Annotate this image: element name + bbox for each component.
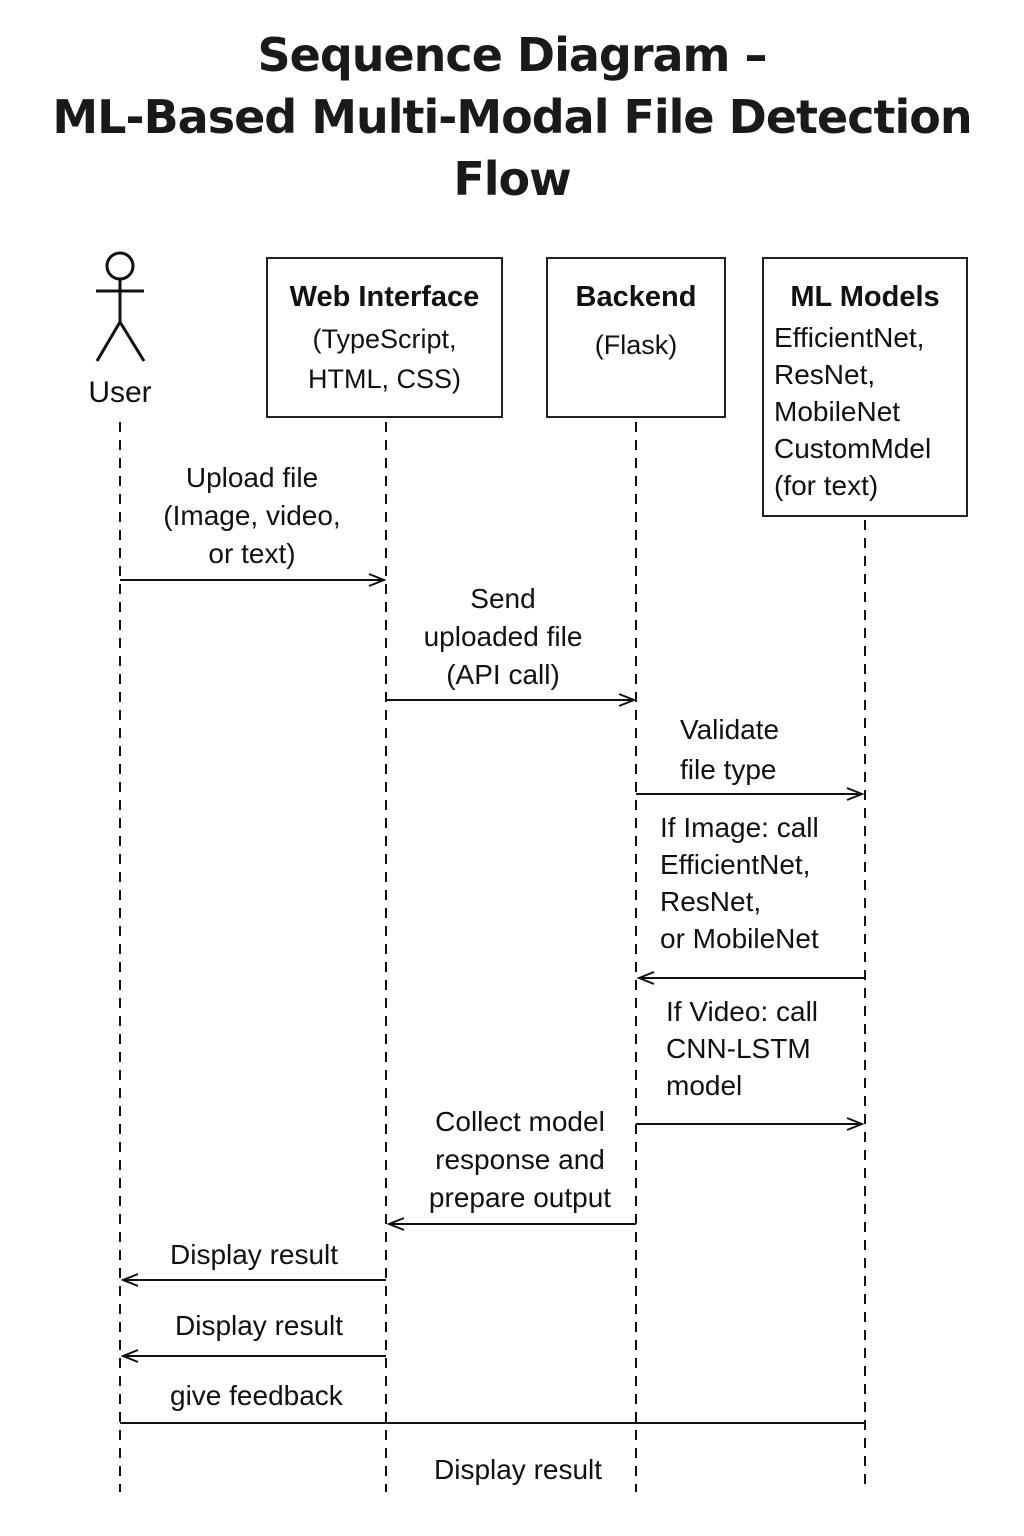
- ml-model-line: MobileNet: [774, 396, 901, 427]
- message-line: (Image, video,: [163, 500, 341, 531]
- participant-backend-name: Backend: [575, 281, 697, 313]
- message-line: CNN-LSTM: [666, 1033, 811, 1064]
- message-line: Display result: [170, 1239, 339, 1270]
- message-display-result-1: Display result: [170, 1236, 338, 1274]
- ml-model-line: ResNet,: [774, 359, 876, 390]
- message-display-result-3: Display result: [434, 1451, 602, 1489]
- message-line: file type: [680, 754, 777, 785]
- message-line: response and: [435, 1144, 605, 1175]
- message-send-file: Send uploaded file (API call): [396, 580, 610, 694]
- diagram-title-line-2: ML-Based Multi-Modal File Detection: [52, 90, 972, 144]
- message-line: Validate: [680, 714, 780, 745]
- message-line: or text): [208, 538, 296, 569]
- message-line: ResNet,: [660, 886, 762, 917]
- message-line: or MobileNet: [660, 923, 819, 954]
- message-line: uploaded file: [423, 621, 583, 652]
- ml-model-line: EfficientNet,: [774, 322, 925, 353]
- ml-model-line: (for text): [774, 470, 879, 501]
- ml-model-line: CustomMdel: [774, 433, 932, 464]
- message-upload-file: Upload file (Image, video, or text): [130, 459, 374, 573]
- message-validate-file-type: Validate file type: [680, 710, 779, 790]
- message-line: give feedback: [170, 1380, 343, 1411]
- message-line: Collect model: [435, 1106, 605, 1137]
- message-line: If Video: call: [666, 996, 819, 1027]
- message-give-feedback: give feedback: [170, 1377, 343, 1415]
- message-line: (API call): [446, 659, 560, 690]
- message-line: model: [666, 1070, 743, 1101]
- actor-user-label: User: [88, 376, 152, 409]
- message-line: Send: [470, 583, 536, 614]
- participant-ml-models: ML Models EfficientNet, ResNet, MobileNe…: [762, 257, 968, 517]
- participant-ml-models-name: ML Models: [790, 281, 940, 313]
- message-line: prepare output: [428, 1182, 612, 1213]
- message-display-result-2: Display result: [175, 1307, 343, 1345]
- participant-backend-sub-1: (Flask): [594, 330, 678, 360]
- participant-web-interface-sub-1: (TypeScript,: [312, 324, 457, 354]
- message-line: Upload file: [185, 462, 319, 493]
- message-line: Display result: [175, 1310, 344, 1341]
- message-if-image: If Image: call EfficientNet, ResNet, or …: [660, 809, 819, 957]
- message-line: EfficientNet,: [660, 849, 811, 880]
- diagram-title-line-3: Flow: [453, 152, 571, 206]
- participant-web-interface-sub-2: HTML, CSS): [307, 364, 461, 394]
- message-line: If Image: call: [660, 812, 819, 843]
- message-collect-output: Collect model response and prepare outpu…: [405, 1103, 635, 1217]
- stick-figure-icon: [95, 251, 146, 362]
- message-line: Display result: [434, 1454, 603, 1485]
- participant-backend: Backend (Flask): [546, 257, 726, 418]
- message-if-video: If Video: call CNN-LSTM model: [666, 993, 818, 1104]
- participant-web-interface: Web Interface (TypeScript, HTML, CSS): [266, 257, 503, 418]
- diagram-title-line-1: Sequence Diagram –: [257, 28, 767, 82]
- participant-web-interface-name: Web Interface: [289, 281, 480, 313]
